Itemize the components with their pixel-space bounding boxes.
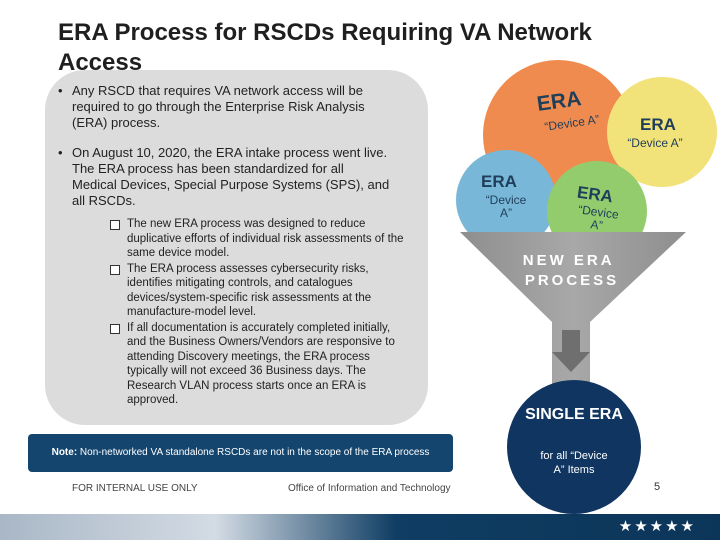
era-circle-yellow: ERA “Device A” <box>607 77 717 187</box>
bullet-dot: • <box>58 145 63 160</box>
sub-bullet-text: The ERA process assesses cybersecurity r… <box>127 262 372 319</box>
device-label: “Device A” <box>485 193 527 220</box>
checkbox-bullet-icon <box>110 323 120 334</box>
footer-office: Office of Information and Technology <box>288 483 451 494</box>
sub-bullet-text: If all documentation is accurately compl… <box>127 321 395 407</box>
funnel-label: NEW ERA PROCESS <box>523 252 621 289</box>
device-label: “Device A” <box>627 136 683 150</box>
page-title: ERA Process for RSCDs Requiring VA Netwo… <box>58 19 592 76</box>
bullet-text: On August 10, 2020, the ERA intake proce… <box>72 145 390 208</box>
bullet-text: Any RSCD that requires VA network access… <box>72 83 365 130</box>
bullet-dot: • <box>58 83 63 98</box>
arrow-down-icon <box>552 352 590 372</box>
checkbox-bullet-icon <box>110 220 120 230</box>
arrow-shaft <box>562 330 580 352</box>
sub-bullet-assesses-risks: The ERA process assesses cybersecurity r… <box>110 262 405 320</box>
single-era-subtitle: for all “Device A” Items <box>540 450 608 476</box>
sub-bullet-reduce-duplication: The new ERA process was designed to redu… <box>110 217 405 261</box>
funnel-label-line-1: NEW ERA <box>523 252 614 269</box>
single-era-title: SINGLE ERA <box>525 406 623 423</box>
sub-bullet-text: The new ERA process was designed to redu… <box>127 218 404 259</box>
sub-bullet-timeline: If all documentation is accurately compl… <box>110 321 405 408</box>
single-era-circle: SINGLE ERA for all “Device A” Items <box>507 380 641 514</box>
page-number: 5 <box>654 481 661 493</box>
note-text: Non-networked VA standalone RSCDs are no… <box>77 447 430 458</box>
stars-logo: ★★★★★ <box>618 518 696 535</box>
bottom-brand-stripe <box>0 514 720 540</box>
funnel-graphic: NEW ERA PROCESS <box>460 232 686 390</box>
scope-note-banner: Note: Non-networked VA standalone RSCDs … <box>28 434 453 472</box>
era-label: ERA <box>481 172 517 191</box>
checkbox-bullet-icon <box>110 264 120 275</box>
bullet-intake-live: • On August 10, 2020, the ERA intake pro… <box>58 145 392 209</box>
era-label: ERA <box>640 115 676 134</box>
footer-classification: FOR INTERNAL USE ONLY <box>72 483 198 494</box>
funnel-body <box>460 232 686 390</box>
sub-bullet-list: The new ERA process was designed to redu… <box>110 217 405 409</box>
note-label: Note: <box>51 447 78 458</box>
content-panel <box>45 70 428 425</box>
funnel-label-line-2: PROCESS <box>525 272 619 289</box>
bullet-network-access: • Any RSCD that requires VA network acce… <box>58 83 392 131</box>
